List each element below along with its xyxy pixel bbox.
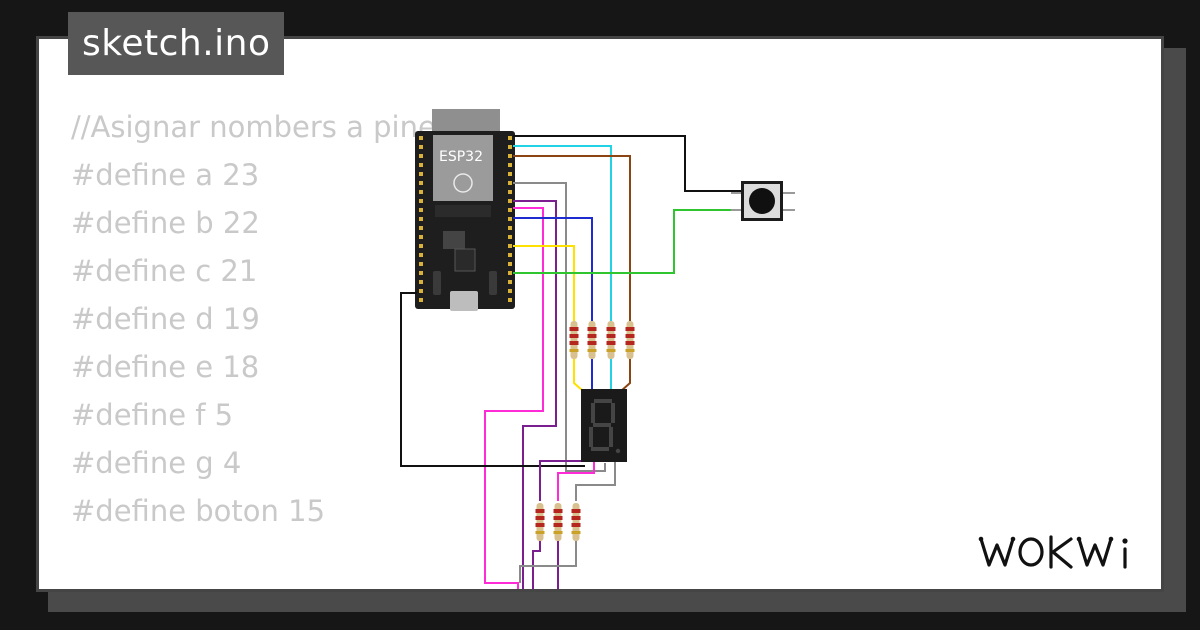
code-line: #define e 18 (71, 350, 260, 384)
wires (400, 135, 741, 589)
board-pin (419, 181, 423, 185)
board-pin (508, 217, 512, 221)
board-pin (419, 298, 423, 302)
board-pin (419, 289, 423, 293)
board-pin (508, 172, 512, 176)
board-pin-header (419, 136, 512, 302)
push-button[interactable] (731, 181, 795, 221)
code-line: #define c 21 (71, 254, 258, 288)
board-pin (508, 235, 512, 239)
code-line: #define g 4 (71, 446, 242, 480)
board-pin (419, 244, 423, 248)
preview-card: //Asignar nombers a pines #define a 23 #… (36, 36, 1164, 592)
board-pin (419, 154, 423, 158)
board-pin (508, 190, 512, 194)
board-pin (508, 154, 512, 158)
board-pin (419, 199, 423, 203)
usb-port-icon (450, 291, 478, 311)
code-line: #define f 5 (71, 398, 234, 432)
board-pin (419, 190, 423, 194)
board-pin (419, 271, 423, 275)
code-listing: //Asignar nombers a pines #define a 23 #… (71, 103, 451, 589)
code-line: #define a 23 (71, 158, 260, 192)
board-pin (508, 199, 512, 203)
esp32-board[interactable]: ESP32 (415, 109, 515, 311)
board-pin (508, 289, 512, 293)
wokwi-logo (978, 535, 1128, 569)
board-pin (419, 208, 423, 212)
code-line: #define d 19 (71, 302, 260, 336)
board-pin (508, 244, 512, 248)
board-pin (508, 262, 512, 266)
board-pin (419, 253, 423, 257)
board-pin (508, 280, 512, 284)
code-line: #define b 22 (71, 206, 260, 240)
board-pin (508, 181, 512, 185)
esp32-label: ESP32 (439, 149, 483, 165)
board-pin (419, 145, 423, 149)
board-pin (508, 298, 512, 302)
board-pin (508, 136, 512, 140)
board-pin (419, 172, 423, 176)
seven-segment-display[interactable] (581, 389, 627, 462)
board-pin (419, 163, 423, 167)
resistor-row-top[interactable] (569, 321, 635, 359)
board-pin (419, 235, 423, 239)
board-pin (508, 208, 512, 212)
circuit-diagram: ESP32 (400, 109, 795, 589)
board-pin (508, 163, 512, 167)
board-pin (419, 280, 423, 284)
esp32-shield (433, 135, 493, 201)
board-pin (419, 262, 423, 266)
board-pin (419, 217, 423, 221)
board-pin (508, 226, 512, 230)
resistor-row-bottom[interactable] (535, 503, 581, 541)
board-pin (419, 136, 423, 140)
board-pin (508, 253, 512, 257)
board-pin (419, 226, 423, 230)
board-pin (508, 271, 512, 275)
sketch-filename-tab[interactable]: sketch.ino (68, 12, 285, 75)
board-pin (508, 145, 512, 149)
espressif-logo-icon (453, 173, 473, 193)
code-line: #define boton 15 (71, 494, 326, 528)
